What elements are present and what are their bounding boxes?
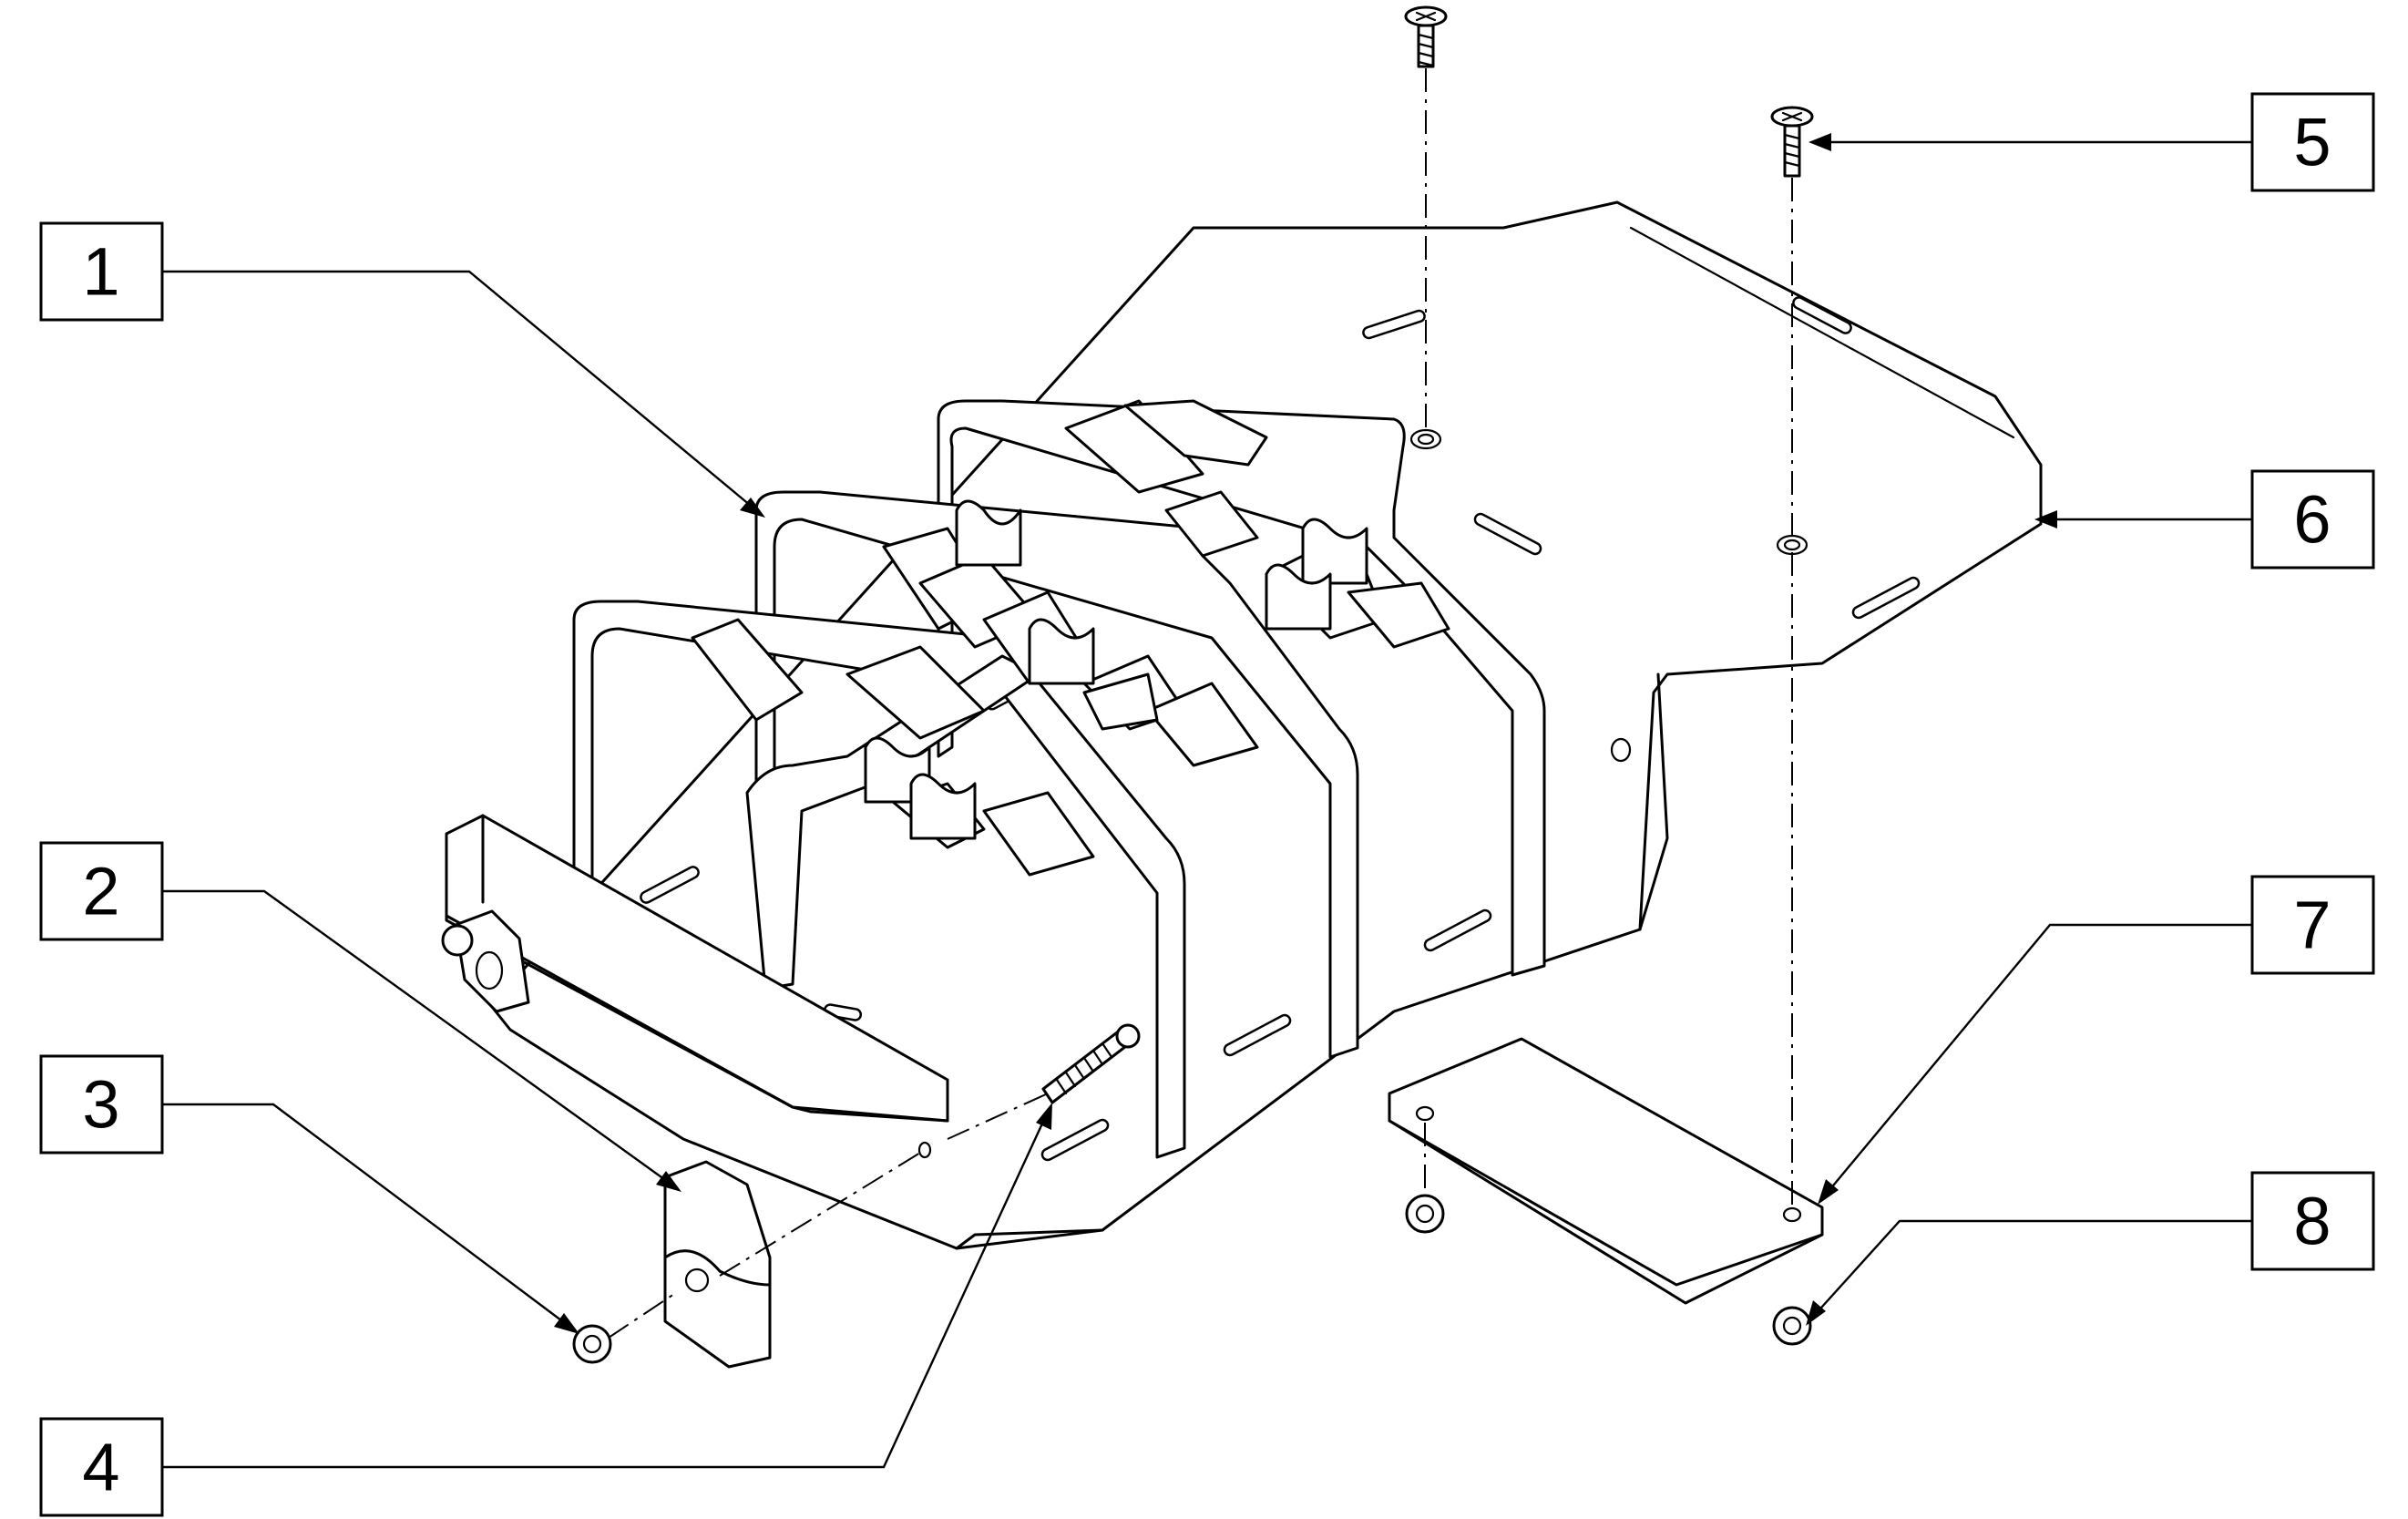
callout-1: 1: [39, 221, 164, 322]
screw-top-left: [1404, 5, 1448, 68]
hold-down-brackets: [572, 399, 1546, 1159]
screw-top-right: [1770, 106, 1814, 178]
nut-part-8-right: [1772, 1306, 1812, 1346]
callout-8: 8: [2250, 1171, 2375, 1271]
callout-8-label: 8: [2293, 1184, 2331, 1259]
callout-2: 2: [39, 841, 164, 941]
pad-plate: [1388, 1037, 1824, 1305]
threaded-rod: [1041, 1023, 1141, 1104]
front-bar: [441, 814, 949, 1159]
callout-4-label: 4: [82, 1430, 119, 1505]
nut-part-3: [572, 1324, 612, 1364]
callout-6: 6: [2250, 469, 2375, 570]
clamp-block: [663, 1160, 772, 1369]
straps-and-buckles: [691, 399, 1450, 877]
callout-6-label: 6: [2293, 482, 2331, 558]
callout-7-label: 7: [2293, 888, 2331, 963]
callout-4: 4: [39, 1417, 164, 1517]
callout-5-label: 5: [2293, 105, 2331, 180]
tray-holes: [1409, 428, 1809, 763]
nut-part-8-left: [1405, 1194, 1445, 1234]
callout-7: 7: [2250, 875, 2375, 975]
callout-5: 5: [2250, 92, 2375, 192]
battery-tray-base: [472, 200, 2043, 1250]
leader-lines: [162, 133, 2252, 1469]
callout-3-label: 3: [82, 1067, 119, 1143]
assembly-center-lines: [608, 68, 1793, 1339]
callout-1-label: 1: [82, 234, 119, 310]
callout-3: 3: [39, 1054, 164, 1155]
callout-2-label: 2: [82, 854, 119, 929]
